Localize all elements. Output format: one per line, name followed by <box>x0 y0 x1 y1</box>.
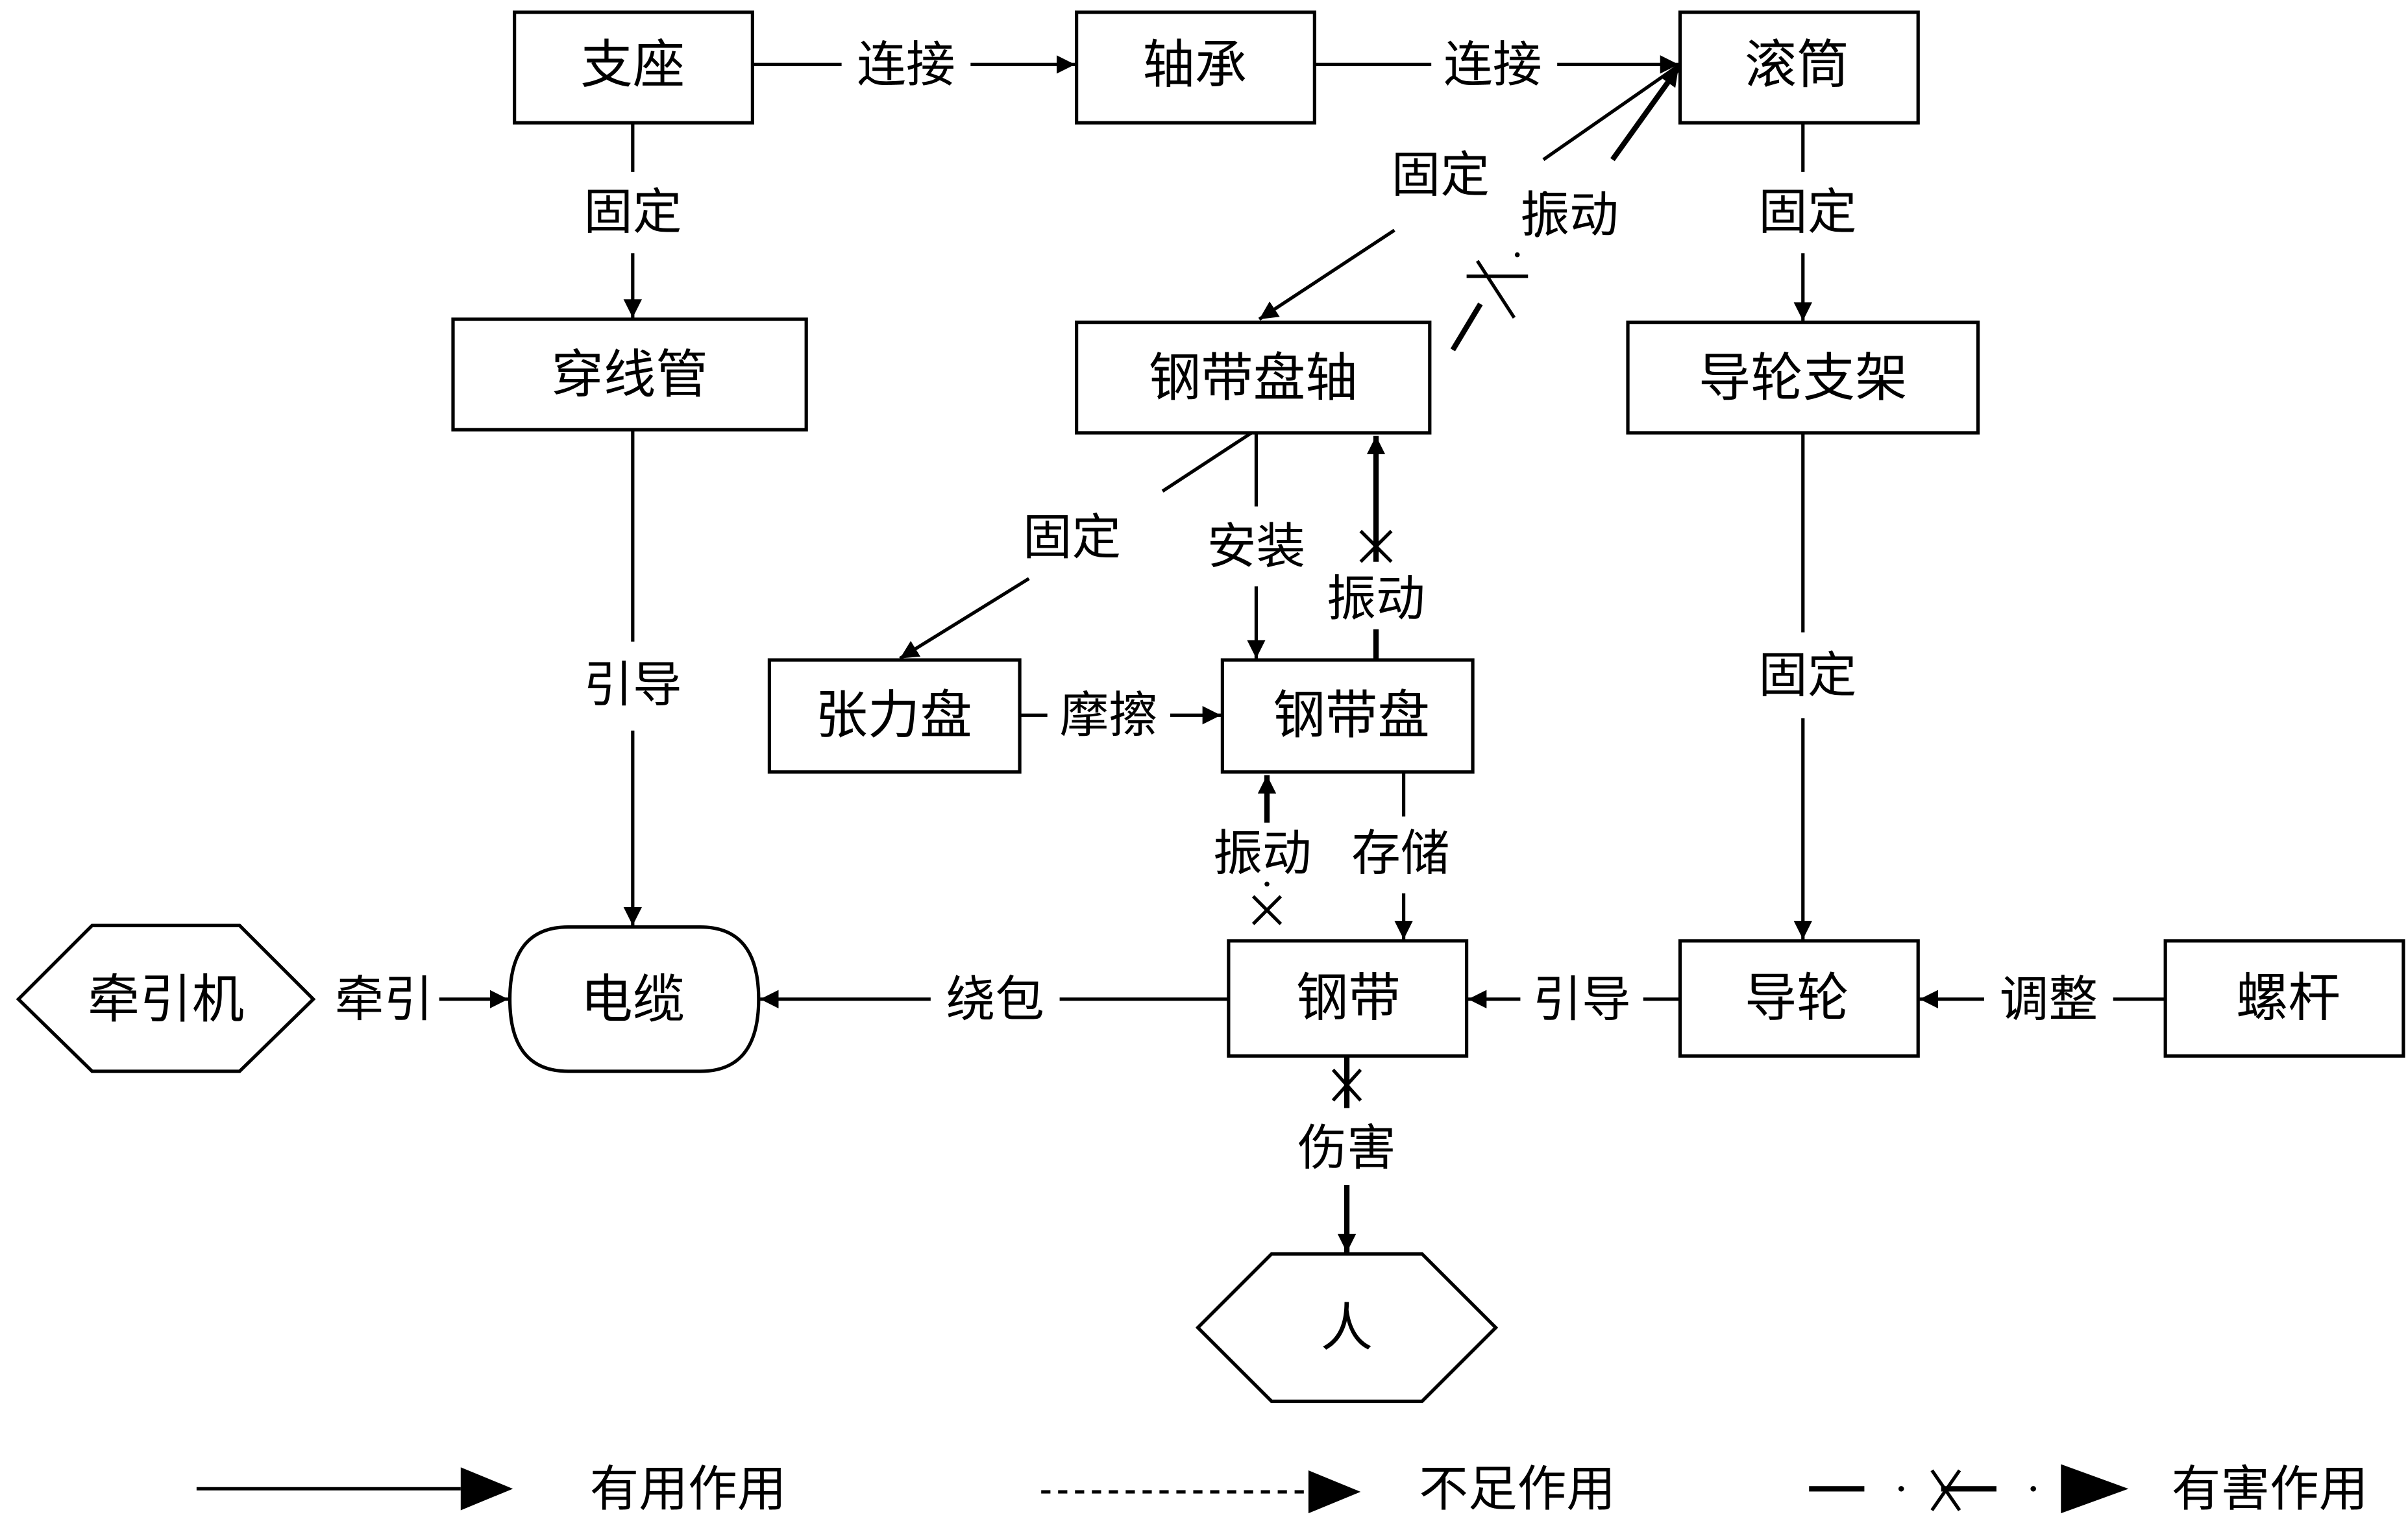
harm-cross-icon <box>1475 260 1516 319</box>
edge-gangdaipanzhou-gangdaipan: 安装 <box>1207 433 1305 659</box>
node-qianyinji: 牵引机 <box>16 923 316 1073</box>
edge-chuanxianguan-dianlan: 引导 <box>584 430 682 926</box>
edge-zhoucheng-guntong: 连接 <box>1314 36 1679 93</box>
legend-useful: 有用作用 <box>196 1460 787 1517</box>
node-ren: 人 <box>1195 1252 1499 1404</box>
node-daolun: 导轮 <box>1678 939 1920 1058</box>
node-dianlan: 电缆 <box>508 925 761 1073</box>
edge-gangdaipanzhou-guntong-harm: 振动 <box>1450 66 1681 352</box>
arrow-icon <box>1308 1470 1361 1514</box>
node-label: 导轮 <box>1745 967 1849 1028</box>
node-label: 穿线管 <box>551 344 707 405</box>
node-gangdaipan: 钢带盘 <box>1220 658 1475 774</box>
edge-label: 引导 <box>584 656 682 713</box>
edge-label: 振动 <box>1327 570 1425 627</box>
node-zhizuo: 支座 <box>513 10 754 125</box>
node-label: 螺杆 <box>2236 967 2340 1028</box>
edge-label: 固定 <box>1023 509 1121 566</box>
edge-qianyinji-dianlan: 牵引 <box>335 971 509 1028</box>
node-label: 牵引机 <box>88 969 244 1030</box>
edge-label: 振动 <box>1520 186 1618 243</box>
edge-label: 固定 <box>584 183 682 240</box>
edge-guntong-daolunzhijia: 固定 <box>1758 123 1857 321</box>
legend-insufficient: 不足作用 <box>1041 1460 1616 1517</box>
legend-label: 不足作用 <box>1419 1460 1616 1517</box>
edge-gangdaipanzhou-zhanglipan: 固定 <box>899 431 1253 660</box>
legend: 有用作用 不足作用 有害作用 <box>196 1460 2368 1517</box>
edge-label: 伤害 <box>1297 1119 1395 1176</box>
edge-label: 调整 <box>2000 971 2098 1028</box>
edge-zhizuo-chuanxianguan: 固定 <box>584 123 682 318</box>
node-label: 电缆 <box>580 969 685 1030</box>
edge-guntong-gangdaipanzhou: 固定 <box>1258 63 1681 321</box>
node-zhanglipan: 张力盘 <box>767 658 1022 774</box>
edge-daolunzhijia-daolun: 固定 <box>1758 433 1857 940</box>
node-luogan: 螺杆 <box>2163 939 2405 1058</box>
edge-gangdaipan-gangdai: 存储 <box>1351 772 1450 940</box>
node-label: 张力盘 <box>815 685 972 746</box>
node-label: 钢带 <box>1296 967 1401 1028</box>
node-label: 钢带盘 <box>1273 685 1429 746</box>
edge-zhanglipan-gangdaipan: 摩擦 <box>1020 687 1222 744</box>
node-gangdaipanzhou: 钢带盘轴 <box>1075 321 1432 435</box>
node-label: 人 <box>1321 1297 1373 1358</box>
node-guntong: 滚筒 <box>1678 10 1920 125</box>
arrow-icon <box>2061 1464 2129 1514</box>
node-gangdai: 钢带 <box>1227 939 1469 1058</box>
edge-label: 牵引 <box>335 971 433 1028</box>
node-zhoucheng: 轴承 <box>1075 10 1316 125</box>
node-chuanxianguan: 穿线管 <box>451 317 808 432</box>
edge-label: 安装 <box>1207 518 1305 575</box>
node-label: 轴承 <box>1142 34 1247 95</box>
edge-label: 振动 <box>1213 825 1311 882</box>
legend-harmful: 有害作用 <box>1809 1460 2368 1517</box>
edge-label: 固定 <box>1758 183 1856 240</box>
node-daolunzhijia: 导轮支架 <box>1626 321 1980 435</box>
edge-gangdai-gangdaipan-harm: 振动 <box>1213 775 1312 925</box>
edge-label: 固定 <box>1392 147 1490 204</box>
node-label: 钢带盘轴 <box>1149 347 1358 408</box>
edge-label: 绕包 <box>946 971 1044 1028</box>
edge-zhizuo-zhoucheng: 连接 <box>752 36 1075 93</box>
legend-label: 有害作用 <box>2172 1460 2368 1517</box>
edge-label: 摩擦 <box>1060 687 1158 744</box>
legend-label: 有用作用 <box>590 1460 787 1517</box>
edge-label: 存储 <box>1351 825 1449 882</box>
edge-gangdaipan-gangdaipanzhou-harm: 振动 <box>1327 435 1425 661</box>
node-label: 滚筒 <box>1745 34 1849 95</box>
edge-daolun-gangdai: 引导 <box>1468 971 1680 1028</box>
node-label: 支座 <box>580 34 685 95</box>
arrow-icon <box>460 1467 513 1511</box>
edge-gangdai-ren-harm: 伤害 <box>1297 1056 1396 1253</box>
edge-gangdai-dianlan: 绕包 <box>760 971 1229 1028</box>
edge-label: 连接 <box>857 36 955 93</box>
edge-label: 固定 <box>1758 647 1856 704</box>
edge-label: 引导 <box>1532 971 1630 1028</box>
edge-luogan-daolun: 调整 <box>1919 971 2166 1028</box>
node-label: 导轮支架 <box>1699 347 1908 408</box>
edge-label: 连接 <box>1444 36 1542 93</box>
